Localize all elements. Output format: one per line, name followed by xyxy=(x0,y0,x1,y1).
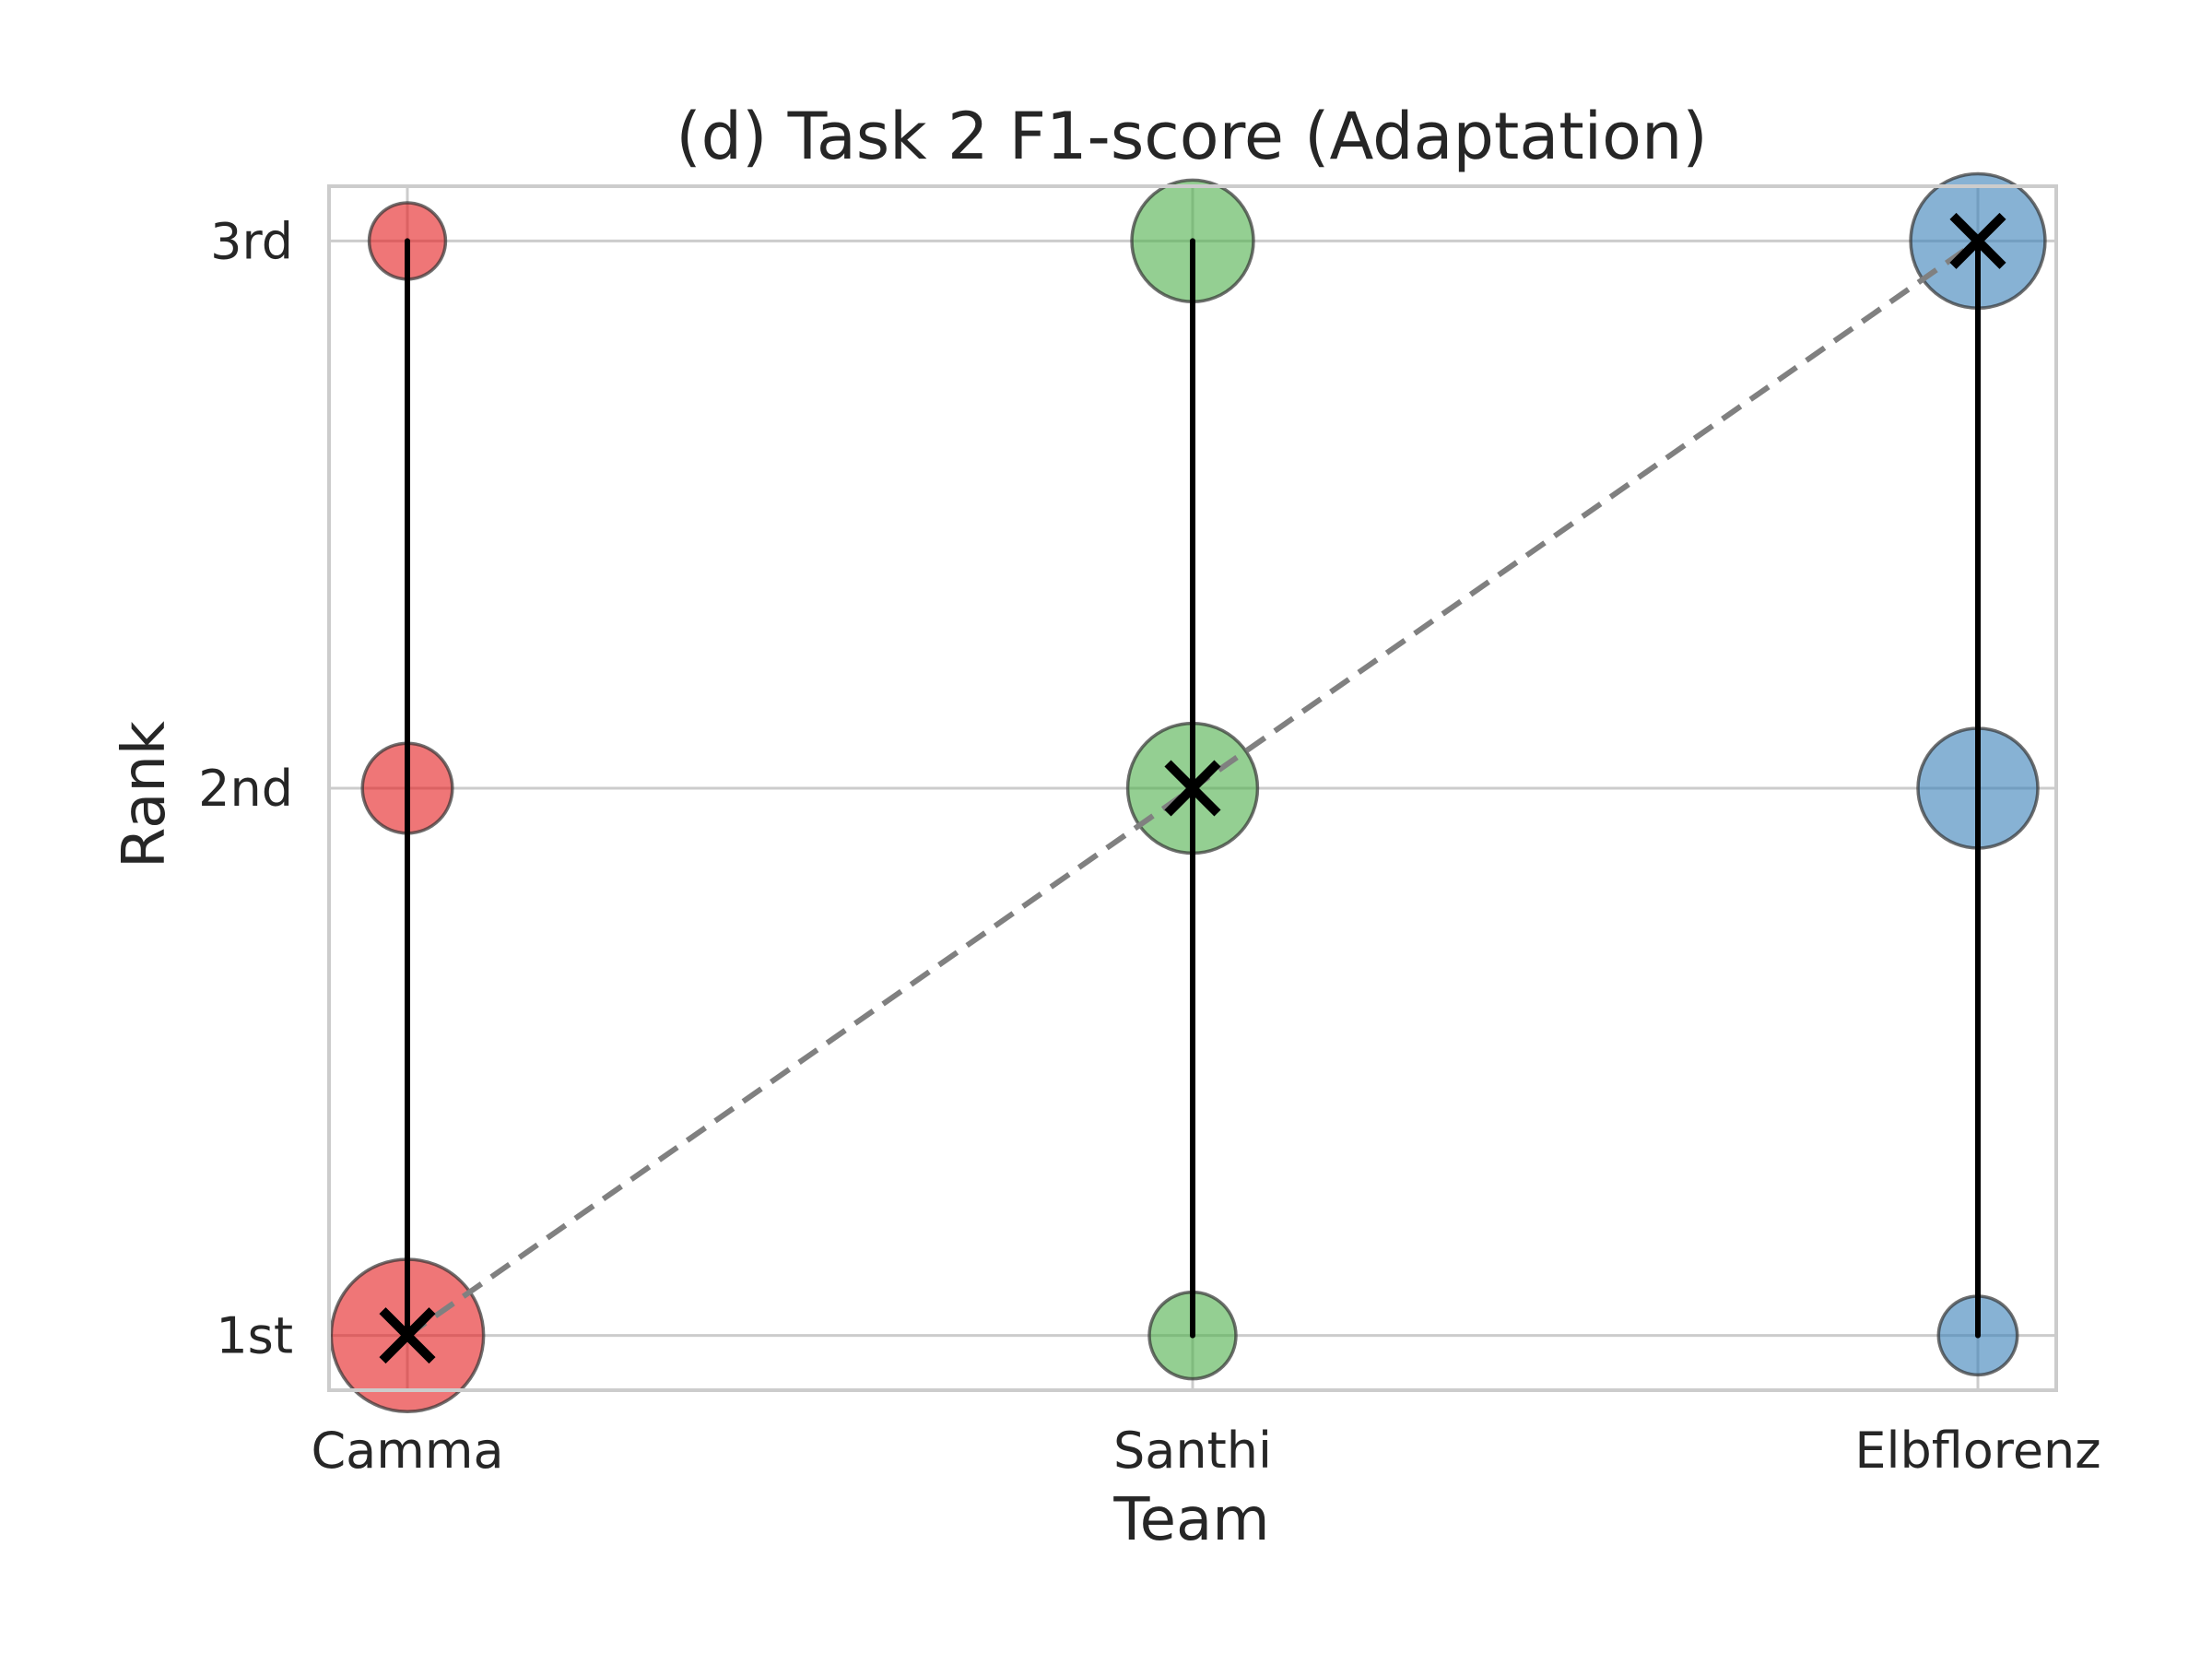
y-tick-label: 3rd xyxy=(210,212,293,270)
x-tick-label: Santhi xyxy=(1113,1422,1272,1480)
chart-title: (d) Task 2 F1-score (Adaptation) xyxy=(676,99,1707,174)
x-tick-label: Camma xyxy=(311,1422,503,1480)
y-tick-label: 1st xyxy=(216,1307,293,1365)
plot-frame xyxy=(327,184,2058,1392)
expected-rank-marker xyxy=(1949,212,2006,269)
expected-rank-marker xyxy=(1164,760,1221,817)
expected-rank-marker xyxy=(379,1307,436,1364)
y-tick-label: 2nd xyxy=(198,760,293,818)
x-tick-label: Elbflorenz xyxy=(1854,1422,2100,1480)
plot-area: Camma Santhi Elbflorenz 1st 2nd 3rd xyxy=(198,171,2101,1480)
y-axis-label: Rank xyxy=(111,721,179,868)
x-axis-label: Team xyxy=(1112,1486,1269,1554)
